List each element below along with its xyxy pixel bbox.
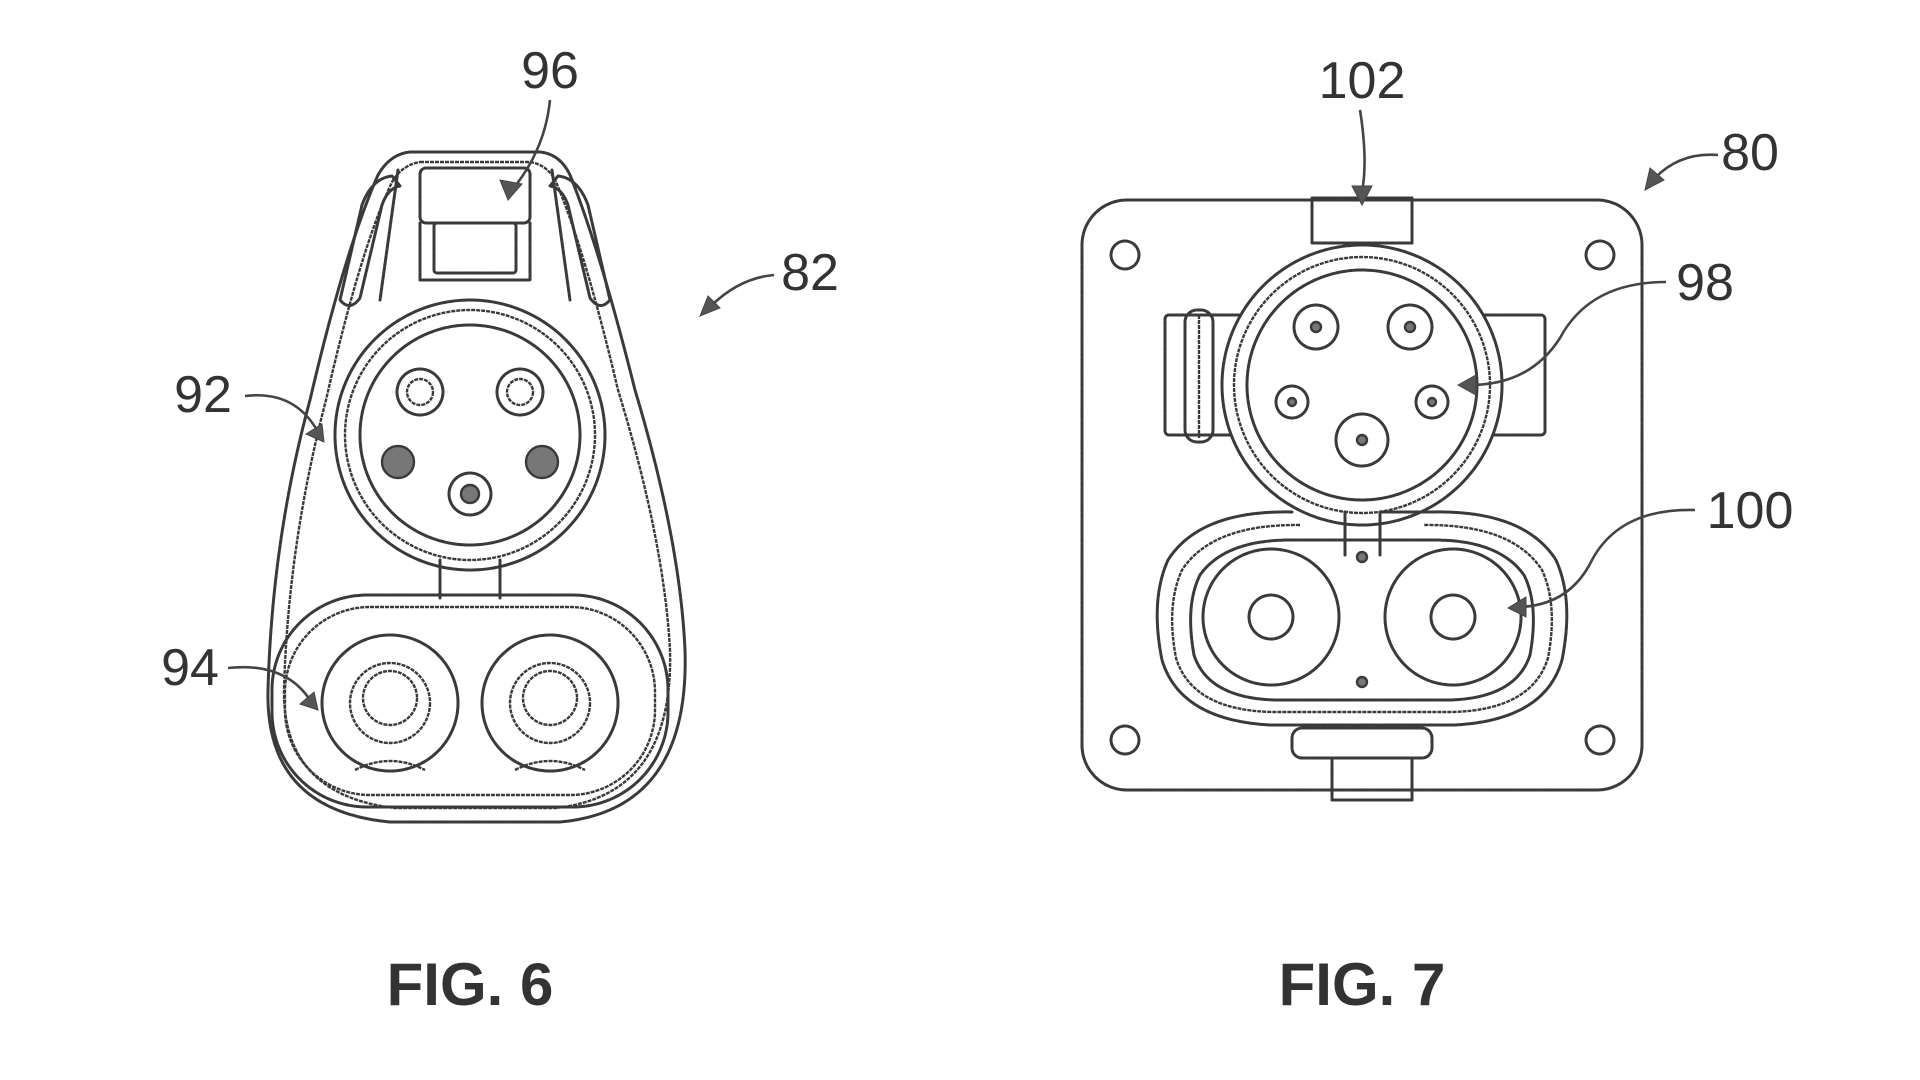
- caption-fig7: FIG. 7: [1279, 951, 1446, 1018]
- mount-hole: [1109, 239, 1141, 271]
- label-82: 82: [781, 244, 839, 302]
- fig7-leaders: [1351, 109, 1719, 618]
- plug-power-inlet: [270, 593, 670, 809]
- plug-signal-inlet: [333, 298, 607, 572]
- label-80: 80: [1721, 124, 1779, 182]
- plug-neck: [438, 558, 502, 600]
- plug-housing: [266, 150, 687, 824]
- label-98: 98: [1676, 254, 1734, 312]
- plug-side-grooves: [338, 174, 612, 307]
- mount-hole: [1584, 239, 1616, 271]
- mount-hole: [1584, 724, 1616, 756]
- fig7-receptacle: [1080, 196, 1644, 802]
- caption-fig6: FIG. 6: [387, 951, 554, 1018]
- receptacle-bottom-connector: [1290, 726, 1434, 802]
- label-96: 96: [521, 42, 579, 100]
- fig6-leaders: [227, 99, 775, 711]
- fig6-plug: [266, 150, 687, 824]
- receptacle-signal: [1220, 243, 1504, 527]
- label-102: 102: [1319, 52, 1406, 110]
- label-92: 92: [174, 366, 232, 424]
- receptacle-power: [1155, 510, 1569, 727]
- plug-latch: [378, 166, 572, 302]
- label-94: 94: [161, 639, 219, 697]
- mount-hole: [1109, 724, 1141, 756]
- plug-housing-inner: [282, 160, 672, 810]
- label-100: 100: [1707, 482, 1794, 540]
